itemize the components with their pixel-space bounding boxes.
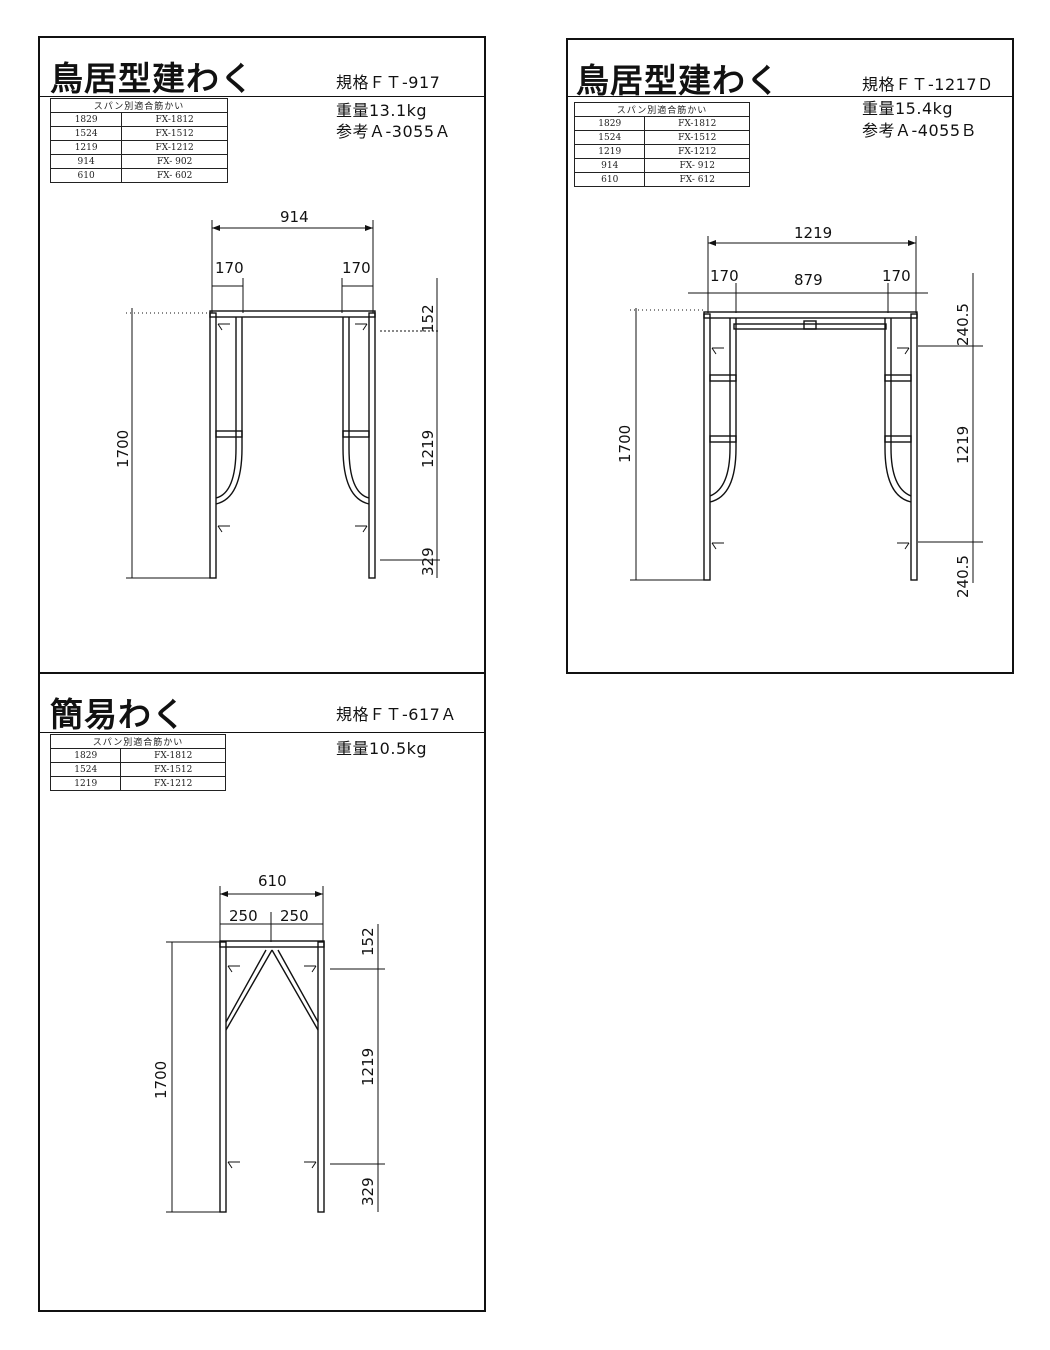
spec-code: 規格ＦＴ-917 bbox=[336, 73, 441, 92]
spec-code: 規格ＦＴ-617Ａ bbox=[336, 705, 457, 724]
title-underline bbox=[40, 732, 486, 733]
dim-top: 240.5 bbox=[954, 303, 972, 346]
brace-table-header: スパン別適合筋かい bbox=[574, 102, 750, 117]
dim-bottom: 240.5 bbox=[954, 555, 972, 598]
dim-top: 152 bbox=[419, 304, 437, 333]
dim-height: 1700 bbox=[114, 430, 132, 468]
weight: 重量15.4kg bbox=[862, 99, 954, 118]
dim-width: 1219 bbox=[794, 224, 832, 242]
dim-right: 170 bbox=[882, 267, 911, 285]
panel-title: 簡易わく bbox=[50, 695, 186, 734]
dim-mid: 1219 bbox=[954, 426, 972, 464]
dim-height: 1700 bbox=[616, 425, 634, 463]
dim-right: 170 bbox=[342, 259, 371, 277]
dim-bottom: 329 bbox=[359, 1177, 377, 1206]
dim-right: 250 bbox=[280, 907, 309, 925]
frame-panel-ft-917: 鳥居型建わく 規格ＦＴ-917 重量13.1kg 参考Ａ-3055Ａ スパン別適… bbox=[38, 36, 486, 676]
panel-title: 鳥居型建わく bbox=[576, 61, 780, 100]
frame-drawing: 1219 170 879 170 240.5 1219 240.5 1700 bbox=[616, 224, 983, 598]
weight: 重量10.5kg bbox=[336, 739, 428, 758]
dim-top: 152 bbox=[359, 927, 377, 956]
dim-width: 610 bbox=[258, 872, 287, 890]
weight: 重量13.1kg bbox=[336, 101, 428, 120]
dim-height: 1700 bbox=[152, 1061, 170, 1099]
frame-drawing: 914 170 170 152 1219 329 1700 bbox=[114, 208, 440, 579]
frame-panel-ft-1217d: 鳥居型建わく 規格ＦＴ-1217Ｄ 重量15.4kg 参考Ａ-4055Ｂ スパン… bbox=[566, 38, 1014, 674]
frame-drawing: 610 250 250 152 1219 329 1700 bbox=[152, 872, 385, 1213]
reference: 参考Ａ-3055Ａ bbox=[336, 122, 451, 141]
dim-left: 170 bbox=[215, 259, 244, 277]
dim-width: 914 bbox=[280, 208, 309, 226]
brace-table-header: スパン別適合筋かい bbox=[50, 98, 228, 113]
panel-title: 鳥居型建わく bbox=[50, 59, 254, 98]
dim-mid: 1219 bbox=[359, 1048, 377, 1086]
dim-center: 879 bbox=[794, 271, 823, 289]
title-underline bbox=[40, 96, 486, 97]
reference: 参考Ａ-4055Ｂ bbox=[862, 121, 977, 140]
dim-bottom: 329 bbox=[419, 547, 437, 576]
title-underline bbox=[568, 96, 1014, 97]
spec-code: 規格ＦＴ-1217Ｄ bbox=[862, 75, 994, 94]
dim-left: 170 bbox=[710, 267, 739, 285]
dim-left: 250 bbox=[229, 907, 258, 925]
brace-table-header: スパン別適合筋かい bbox=[50, 734, 226, 749]
dim-mid: 1219 bbox=[419, 430, 437, 468]
